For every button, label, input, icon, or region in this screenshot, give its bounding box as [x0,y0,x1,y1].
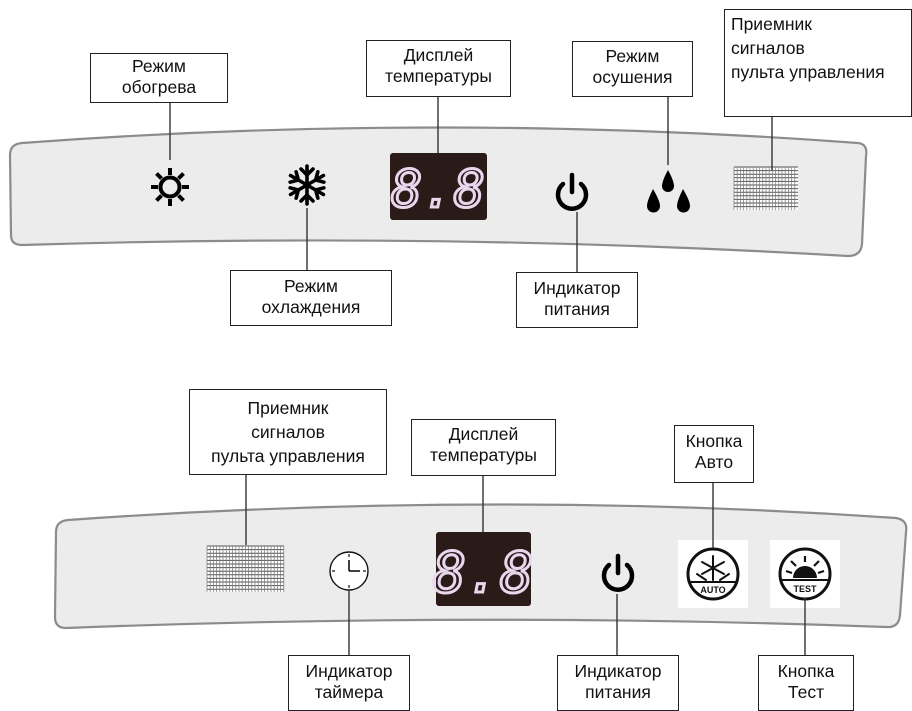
power-icon [555,172,589,211]
remote-receiver-grid [733,166,798,210]
power-icon [601,553,635,592]
display-digits: 8.8 [432,541,533,606]
remote-receiver-grid [206,545,285,592]
top-callout-lines [169,96,773,272]
display-digits: 8.8 [391,160,485,220]
snowflake-icon [288,164,326,206]
snowflake-icon [696,555,730,581]
auto-button[interactable]: AUTO [678,540,748,608]
temperature-display: 8.8 [390,153,487,222]
sun-icon [151,168,189,206]
bottom-callout-lines [245,474,806,655]
auto-button-label: AUTO [700,585,725,595]
clock-icon [329,551,369,591]
sun-icon [785,556,825,578]
test-button-label: TEST [793,584,817,594]
temperature-display: 8.8 [431,532,535,608]
test-button[interactable]: TEST [770,540,840,608]
water-drops-icon [647,170,690,213]
